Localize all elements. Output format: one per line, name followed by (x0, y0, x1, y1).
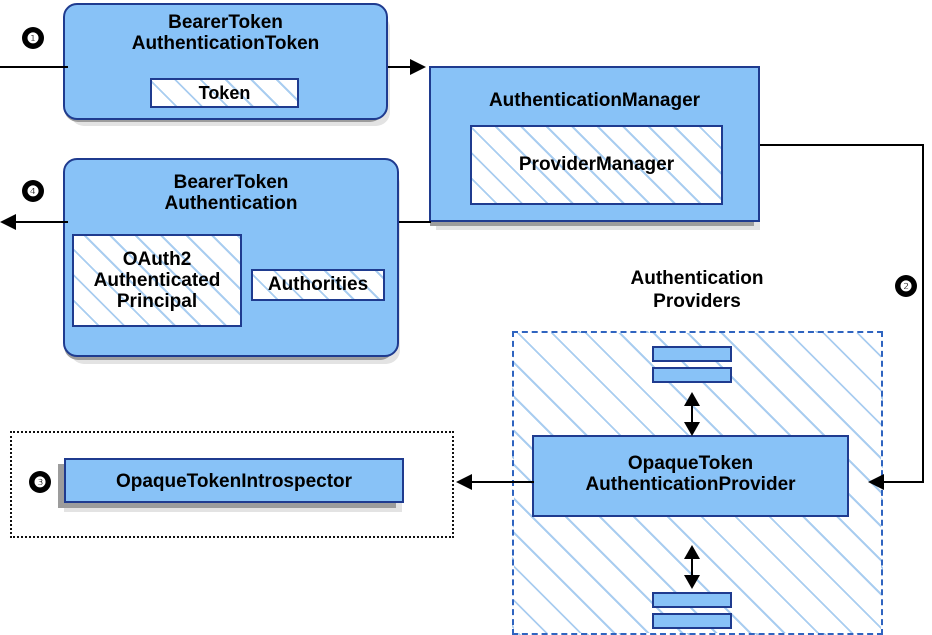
provider-to-introspector-line (472, 481, 534, 483)
inner-box-token-label: Token (198, 82, 251, 103)
manager-to-provider-line-vertical (922, 144, 924, 482)
node-opaque-token-authentication-provider[interactable]: OpaqueToken AuthenticationProvider (532, 435, 849, 517)
provider-link-bottom-line (691, 551, 693, 581)
inner-box-oauth2-authenticated-principal-label: OAuth2 Authenticated Principal (93, 248, 221, 313)
bearer-token-authentication-token-label: BearerToken AuthenticationToken (131, 12, 320, 55)
authentication-outgoing-arrowhead (0, 214, 16, 230)
provider-stack-bar-top-2 (652, 367, 732, 383)
provider-link-bottom-arrow-down (684, 575, 700, 589)
node-opaque-token-introspector[interactable]: OpaqueTokenIntrospector (64, 458, 404, 503)
provider-stack-bar-bottom-2 (652, 613, 732, 629)
manager-to-provider-line-top (760, 144, 924, 146)
authentication-providers-title: Authentication Providers (630, 268, 764, 312)
provider-link-top-arrow-down (684, 422, 700, 436)
inner-box-provider-manager[interactable]: ProviderManager (470, 125, 723, 205)
authentication-manager-label: AuthenticationManager (488, 90, 701, 111)
provider-to-introspector-arrowhead (456, 474, 472, 490)
opaque-token-introspector-label: OpaqueTokenIntrospector (115, 471, 353, 492)
step-4-badge: ❹ (22, 180, 44, 202)
inner-box-oauth2-authenticated-principal[interactable]: OAuth2 Authenticated Principal (72, 234, 242, 327)
manager-to-authentication-line (399, 221, 431, 223)
inner-box-authorities[interactable]: Authorities (251, 269, 385, 301)
provider-stack-bar-bottom-1 (652, 592, 732, 608)
manager-to-provider-line-bottom (884, 481, 924, 483)
provider-stack-bar-top-1 (652, 346, 732, 362)
manager-to-provider-arrowhead (868, 474, 884, 490)
token-to-manager-arrowhead (410, 59, 426, 75)
step-3-badge: ❸ (29, 471, 51, 493)
inner-box-token[interactable]: Token (150, 78, 299, 108)
opaque-token-authentication-provider-label: OpaqueToken AuthenticationProvider (585, 453, 796, 496)
provider-link-top-line (691, 398, 693, 428)
inner-box-provider-manager-label: ProviderManager (518, 154, 675, 176)
authentication-outgoing-line (16, 221, 68, 223)
step-2-badge: ❷ (895, 275, 917, 297)
incoming-request-line (0, 66, 68, 68)
bearer-token-authentication-label: BearerToken Authentication (164, 172, 298, 215)
token-to-manager-line (388, 66, 418, 68)
introspector-group (10, 431, 454, 538)
step-1-badge: ❶ (22, 27, 44, 49)
inner-box-authorities-label: Authorities (267, 274, 369, 296)
